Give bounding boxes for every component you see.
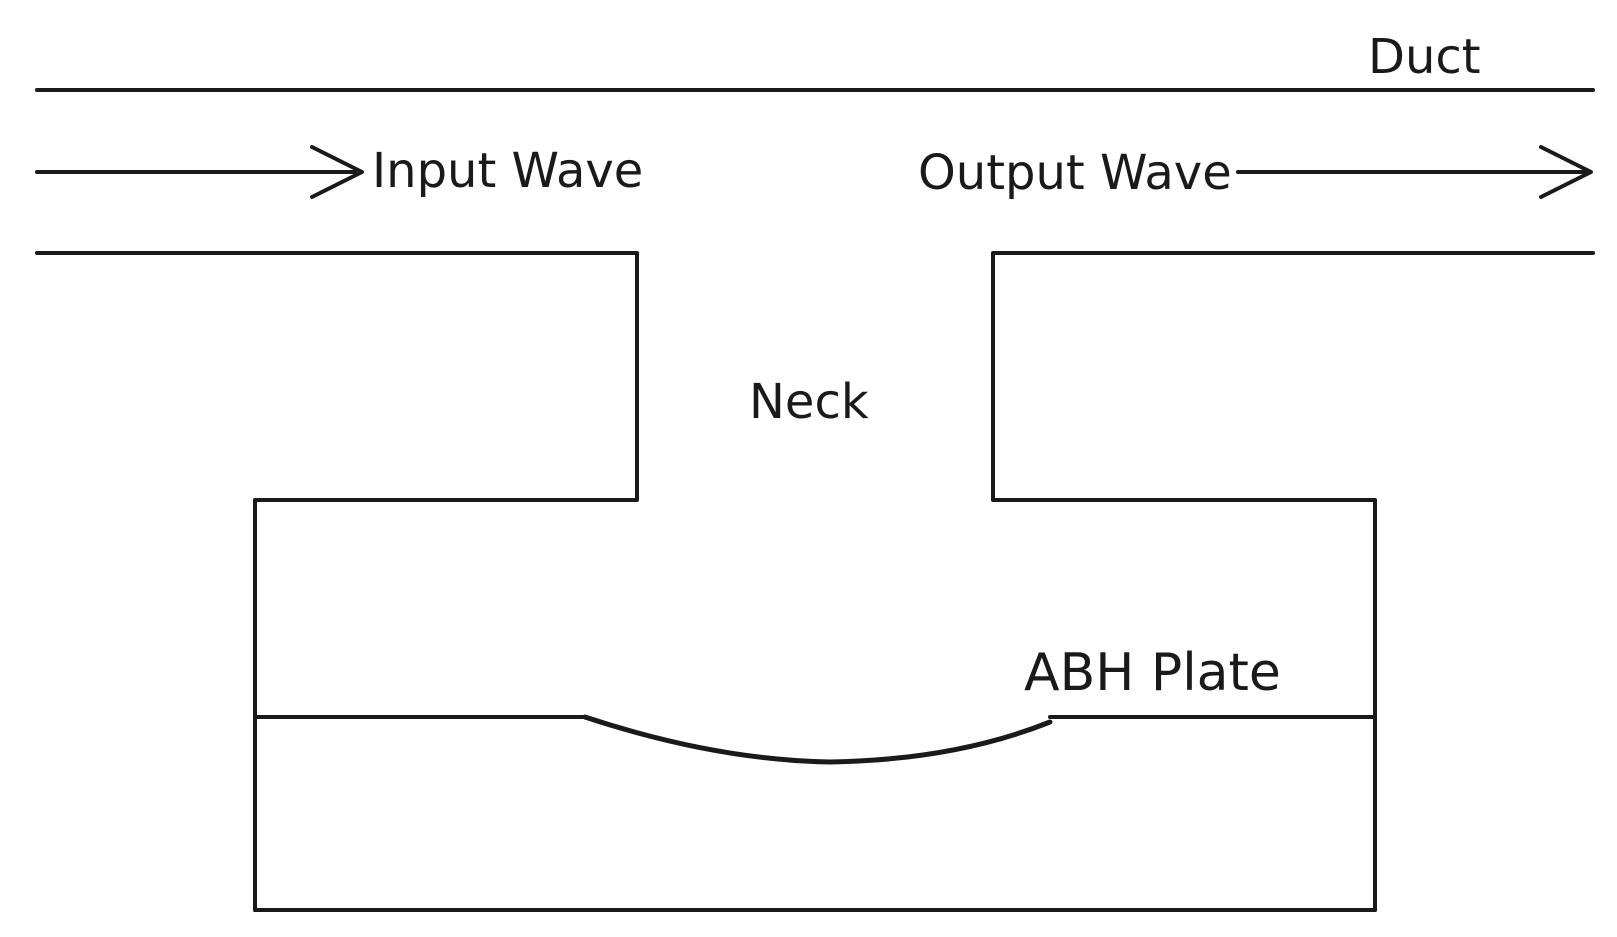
abh-plate	[253, 714, 1377, 765]
duct-bottom-wall-right	[991, 251, 1595, 912]
duct-bottom-wall-left	[35, 251, 639, 912]
input-wave-arrow	[35, 145, 364, 199]
output-wave-label: Output Wave	[918, 145, 1232, 201]
abh-plate-label: ABH Plate	[1024, 643, 1281, 703]
output-wave-arrow	[1236, 145, 1593, 199]
input-wave-label: Input Wave	[372, 143, 643, 199]
neck-label: Neck	[749, 374, 869, 430]
duct-label: Duct	[1368, 29, 1481, 85]
